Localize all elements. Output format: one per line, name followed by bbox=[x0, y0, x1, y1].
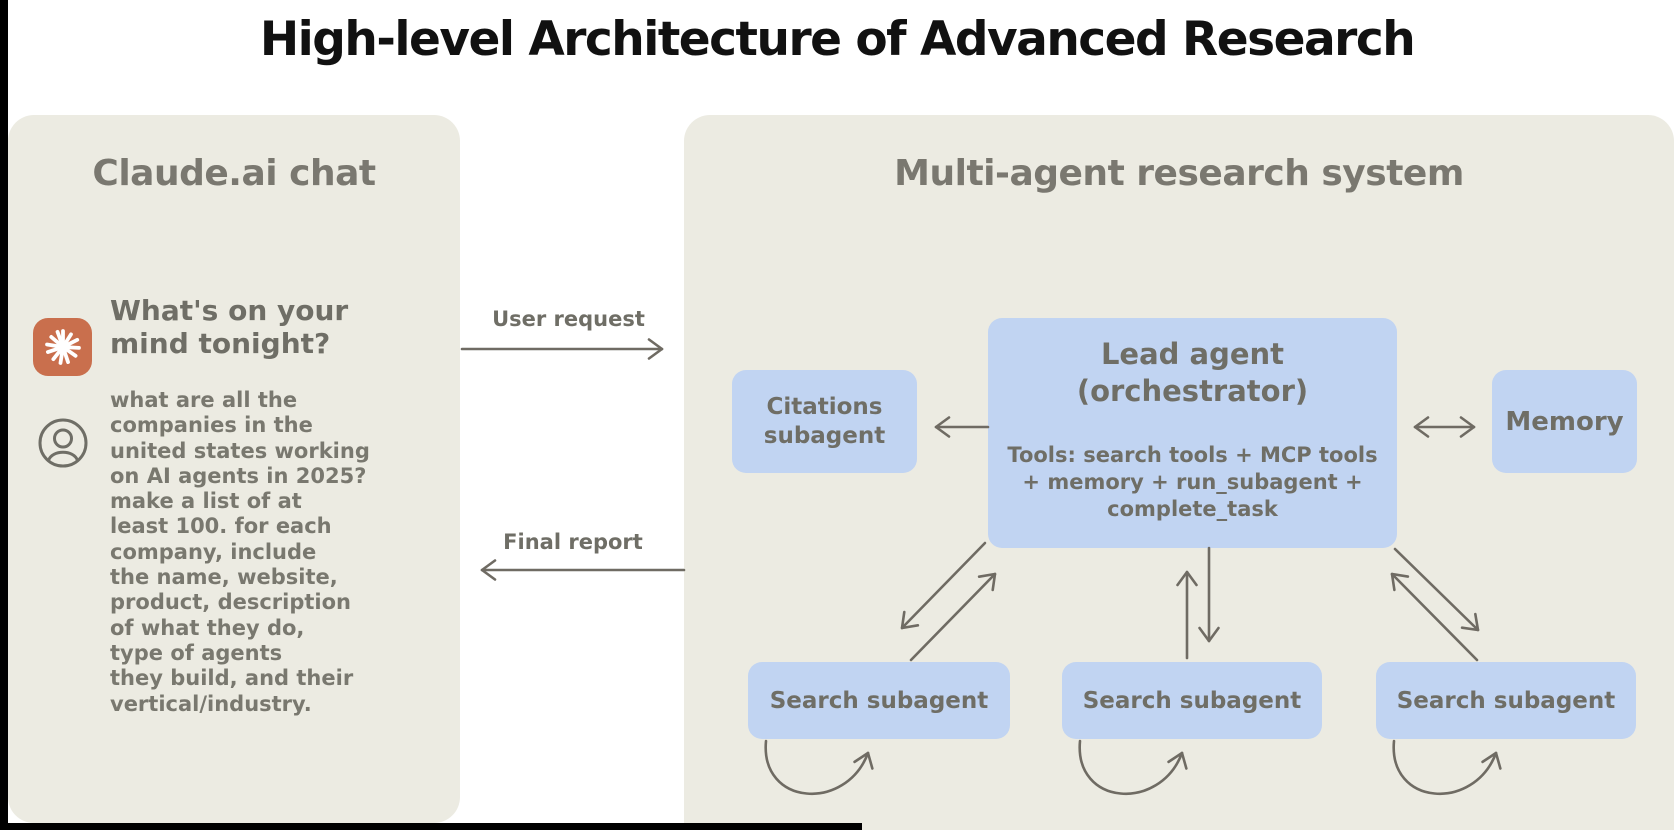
multi-agent-header: Multi-agent research system bbox=[894, 153, 1464, 194]
search-subagent-box-1: Search subagent bbox=[748, 662, 1010, 739]
claude-chat-panel: Claude.ai chat What's bbox=[8, 115, 460, 823]
search-subagent-box-2: Search subagent bbox=[1062, 662, 1322, 739]
user-avatar-icon bbox=[37, 417, 89, 469]
user-query-message: what are all the companies in the united… bbox=[110, 388, 370, 716]
user-request-label: User request bbox=[492, 307, 645, 331]
lead-agent-tools: Tools: search tools + MCP tools + memory… bbox=[1007, 443, 1378, 521]
assistant-message: What's on your mind tonight? bbox=[110, 294, 349, 360]
memory-box: Memory bbox=[1492, 370, 1637, 473]
lead-agent-box: Lead agent (orchestrator) Tools: search … bbox=[988, 318, 1397, 548]
claude-chat-header: Claude.ai chat bbox=[92, 153, 376, 194]
page-title: High-level Architecture of Advanced Rese… bbox=[259, 12, 1416, 67]
letterbox-bottom bbox=[0, 823, 862, 830]
lead-agent-title: Lead agent bbox=[1100, 337, 1285, 371]
citations-subagent-box: Citations subagent bbox=[732, 370, 917, 473]
final-report-label: Final report bbox=[503, 530, 643, 554]
lead-agent-subtitle: (orchestrator) bbox=[1076, 374, 1309, 408]
search-subagent-box-3: Search subagent bbox=[1376, 662, 1636, 739]
multi-agent-panel: Multi-agent research system Lead agent (… bbox=[684, 115, 1674, 830]
letterbox-left bbox=[0, 0, 8, 830]
claude-spark-icon bbox=[33, 318, 92, 376]
